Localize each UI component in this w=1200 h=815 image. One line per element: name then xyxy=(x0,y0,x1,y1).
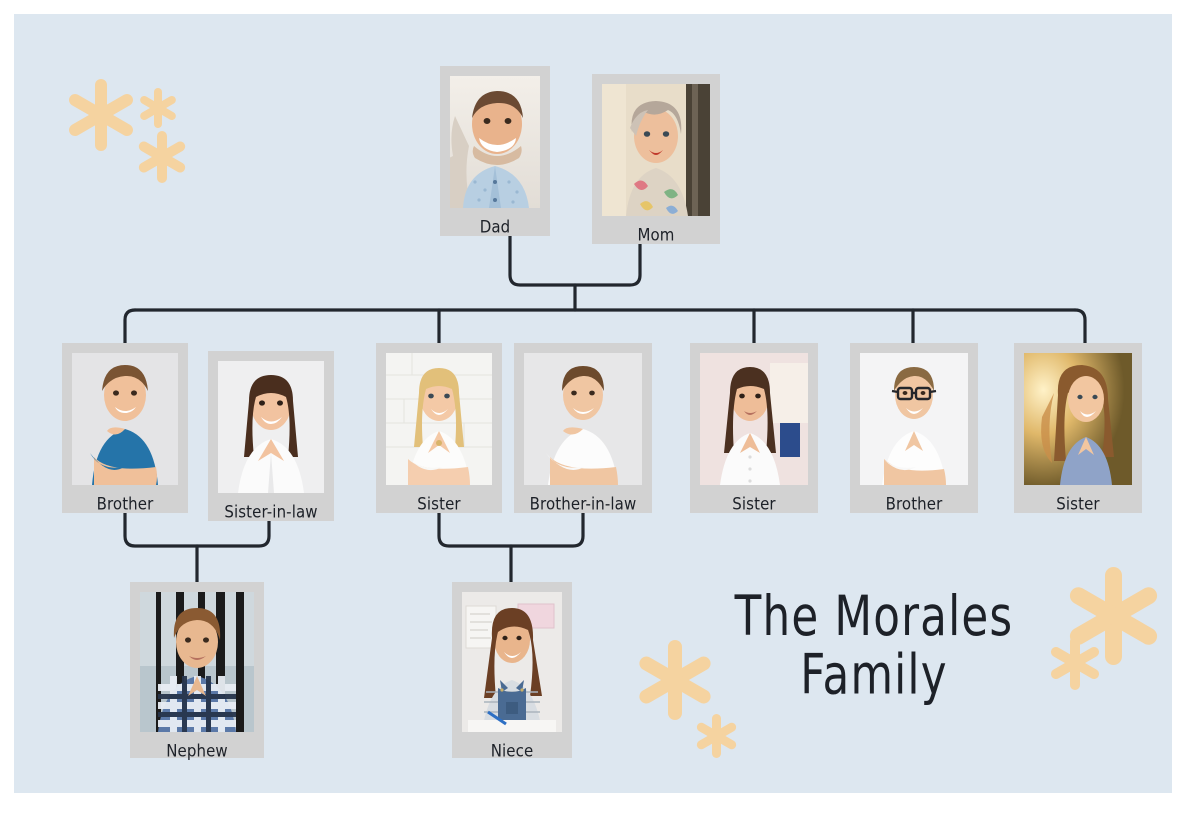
photo-sister3 xyxy=(1024,353,1132,485)
person-card-dad[interactable]: Dad xyxy=(440,66,550,236)
person-card-mom[interactable]: Mom xyxy=(592,74,720,244)
photo-niece xyxy=(462,592,562,732)
person-card-brother2[interactable]: Brother xyxy=(850,343,978,513)
aster-tl-big-icon xyxy=(62,76,140,154)
person-label-nephew: Nephew xyxy=(166,740,228,761)
photo-sister2 xyxy=(700,353,808,485)
photo-nephew xyxy=(140,592,254,732)
person-label-brother1: Brother xyxy=(96,493,154,514)
person-label-brother-in-law: Brother-in-law xyxy=(529,493,637,514)
person-label-sister-in-law: Sister-in-law xyxy=(224,501,318,522)
person-card-brother-in-law[interactable]: Brother-in-law xyxy=(514,343,652,513)
person-label-sister2: Sister xyxy=(732,493,776,514)
person-card-sister1[interactable]: Sister xyxy=(376,343,502,513)
aster-br-small-icon xyxy=(1046,634,1104,692)
photo-dad xyxy=(450,76,540,208)
aster-bc-small-icon xyxy=(692,712,740,760)
person-label-mom: Mom xyxy=(637,224,675,245)
photo-brother-in-law xyxy=(524,353,642,485)
person-label-sister3: Sister xyxy=(1056,493,1100,514)
photo-mom xyxy=(602,84,710,216)
person-card-niece[interactable]: Niece xyxy=(452,582,572,761)
person-card-sister2[interactable]: Sister xyxy=(690,343,818,513)
person-label-sister1: Sister xyxy=(417,493,461,514)
aster-tl-mid-icon xyxy=(134,129,190,185)
photo-brother1 xyxy=(72,353,178,485)
photo-sister1 xyxy=(386,353,492,485)
person-card-nephew[interactable]: Nephew xyxy=(130,582,264,761)
aster-br-big-icon xyxy=(1061,564,1165,668)
connector-drop-brother1 xyxy=(123,308,137,345)
person-label-brother2: Brother xyxy=(885,493,943,514)
family-tree-canvas: Dad xyxy=(14,14,1172,793)
person-card-brother1[interactable]: Brother xyxy=(62,343,188,513)
family-title: The Morales Family xyxy=(734,583,1014,707)
person-label-niece: Niece xyxy=(490,740,534,761)
person-card-sister-in-law[interactable]: Sister-in-law xyxy=(208,351,334,521)
person-card-sister3[interactable]: Sister xyxy=(1014,343,1142,513)
aster-bc-big-icon xyxy=(632,637,718,723)
photo-brother2 xyxy=(860,353,968,485)
aster-tl-small-icon xyxy=(136,86,180,130)
photo-sister-in-law xyxy=(218,361,324,493)
person-label-dad: Dad xyxy=(479,216,511,237)
connector-drop-sister3 xyxy=(1073,308,1087,345)
